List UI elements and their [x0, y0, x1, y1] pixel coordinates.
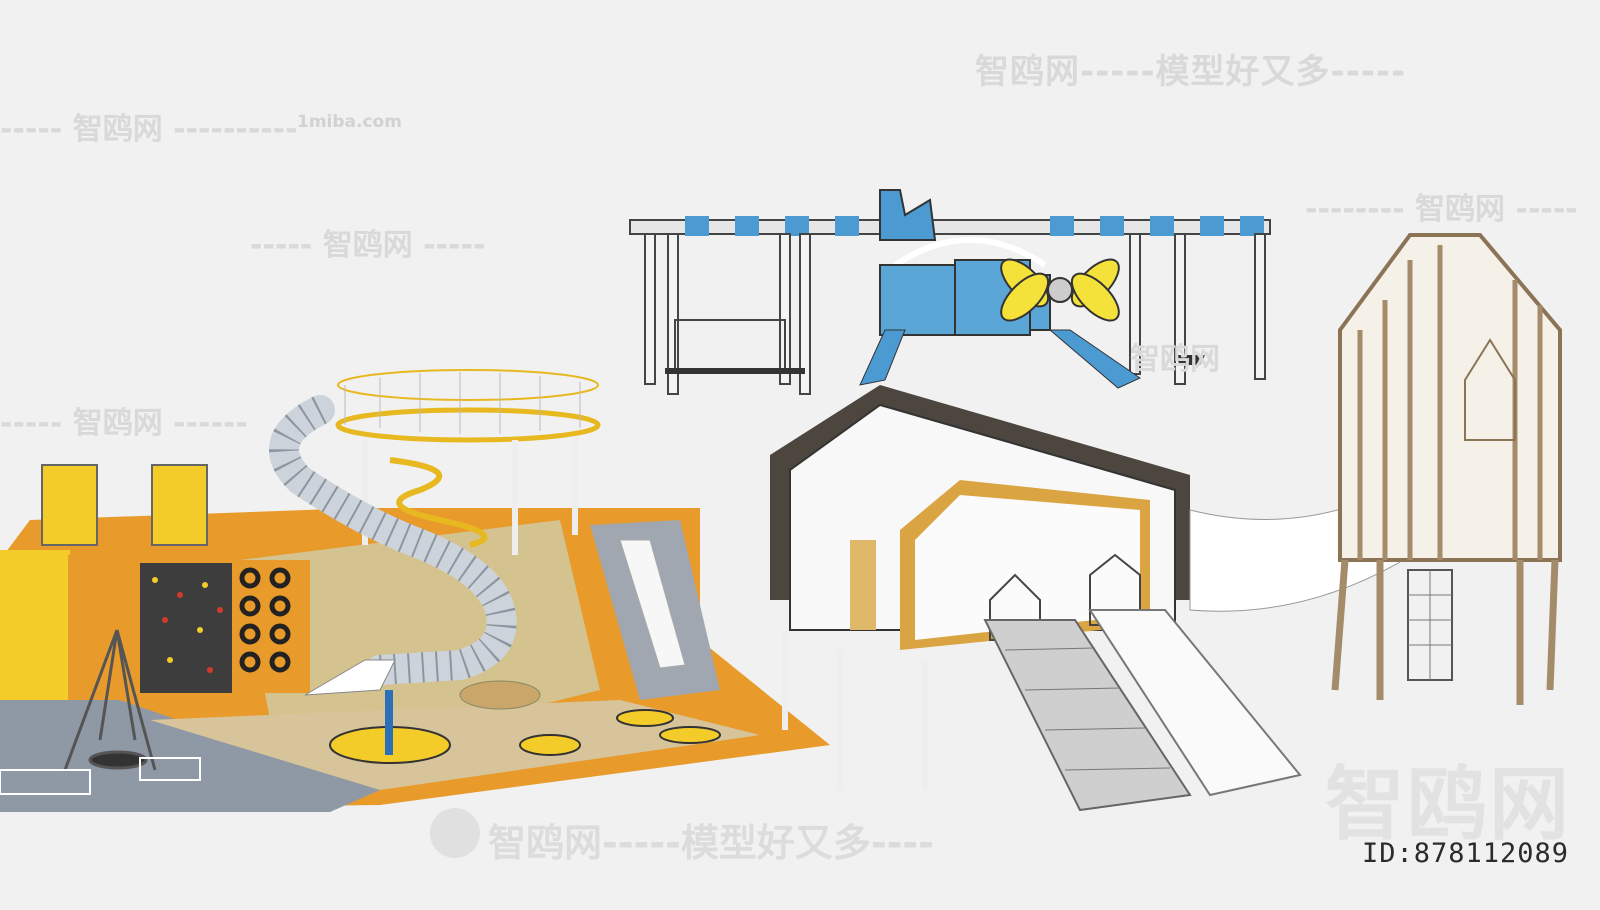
- hopscotch: [0, 757, 201, 795]
- climbing-wall-dark: [140, 563, 232, 693]
- plane-frame-arch: [893, 237, 1047, 268]
- house-slide: [1088, 609, 1302, 797]
- wooden-tower: [1331, 233, 1562, 705]
- house-playhouse: [770, 385, 1421, 812]
- tower-net-grid: [1408, 570, 1452, 680]
- net-ramp: [983, 619, 1192, 812]
- left-playground: [0, 369, 830, 812]
- tower-slats: [1357, 245, 1543, 560]
- spinner-pad-3: [616, 709, 674, 727]
- watermark-logo-icon: [430, 808, 480, 858]
- spinner-pad-4: [659, 726, 721, 744]
- nest-swing: [63, 629, 157, 771]
- plane-propeller: [1000, 258, 1120, 322]
- plane-slide-left: [859, 329, 906, 386]
- tube-slide-exit: [304, 659, 396, 696]
- house-inner-wall: [915, 495, 1140, 640]
- basket-swing-seat: [1175, 355, 1205, 365]
- net-ramp-grid: [1004, 647, 1171, 771]
- tower-rails: [344, 372, 581, 434]
- tube-slide: [269, 395, 517, 685]
- mound: [459, 680, 541, 710]
- beam-blue-brackets: [685, 216, 1264, 236]
- sand-area: [240, 520, 600, 720]
- straight-slide: [619, 539, 686, 669]
- tower-roof-frame: [1338, 233, 1562, 562]
- ground-mat-grey: [0, 690, 380, 812]
- climbing-holds: [152, 577, 223, 673]
- bridge-swing-seat: [665, 368, 805, 374]
- yellow-steps: [0, 550, 70, 700]
- plane-tail: [879, 189, 937, 241]
- spinner-pad-2: [519, 734, 581, 756]
- house-window-strip: [850, 540, 876, 630]
- tower-top-platform: [335, 407, 601, 443]
- tires: [239, 567, 291, 673]
- sand-strip: [150, 700, 760, 790]
- airplane-swing-set: [629, 189, 1271, 395]
- spiral-slide: [389, 457, 488, 548]
- house-stilts: [782, 630, 928, 790]
- tower-arch-door: [1464, 338, 1516, 441]
- bridge-swing: [674, 319, 786, 371]
- plane-fuselage-1: [879, 264, 956, 336]
- plane-slide-right: [1048, 329, 1142, 389]
- model-id-label: ID:878112089: [1362, 838, 1570, 869]
- tower-right: [151, 464, 208, 546]
- tower-left: [41, 464, 98, 546]
- tower-top-rail: [337, 369, 599, 401]
- tower-legs-wood: [1331, 559, 1559, 705]
- spring-post: [385, 690, 393, 755]
- house-door-right: [1089, 553, 1141, 626]
